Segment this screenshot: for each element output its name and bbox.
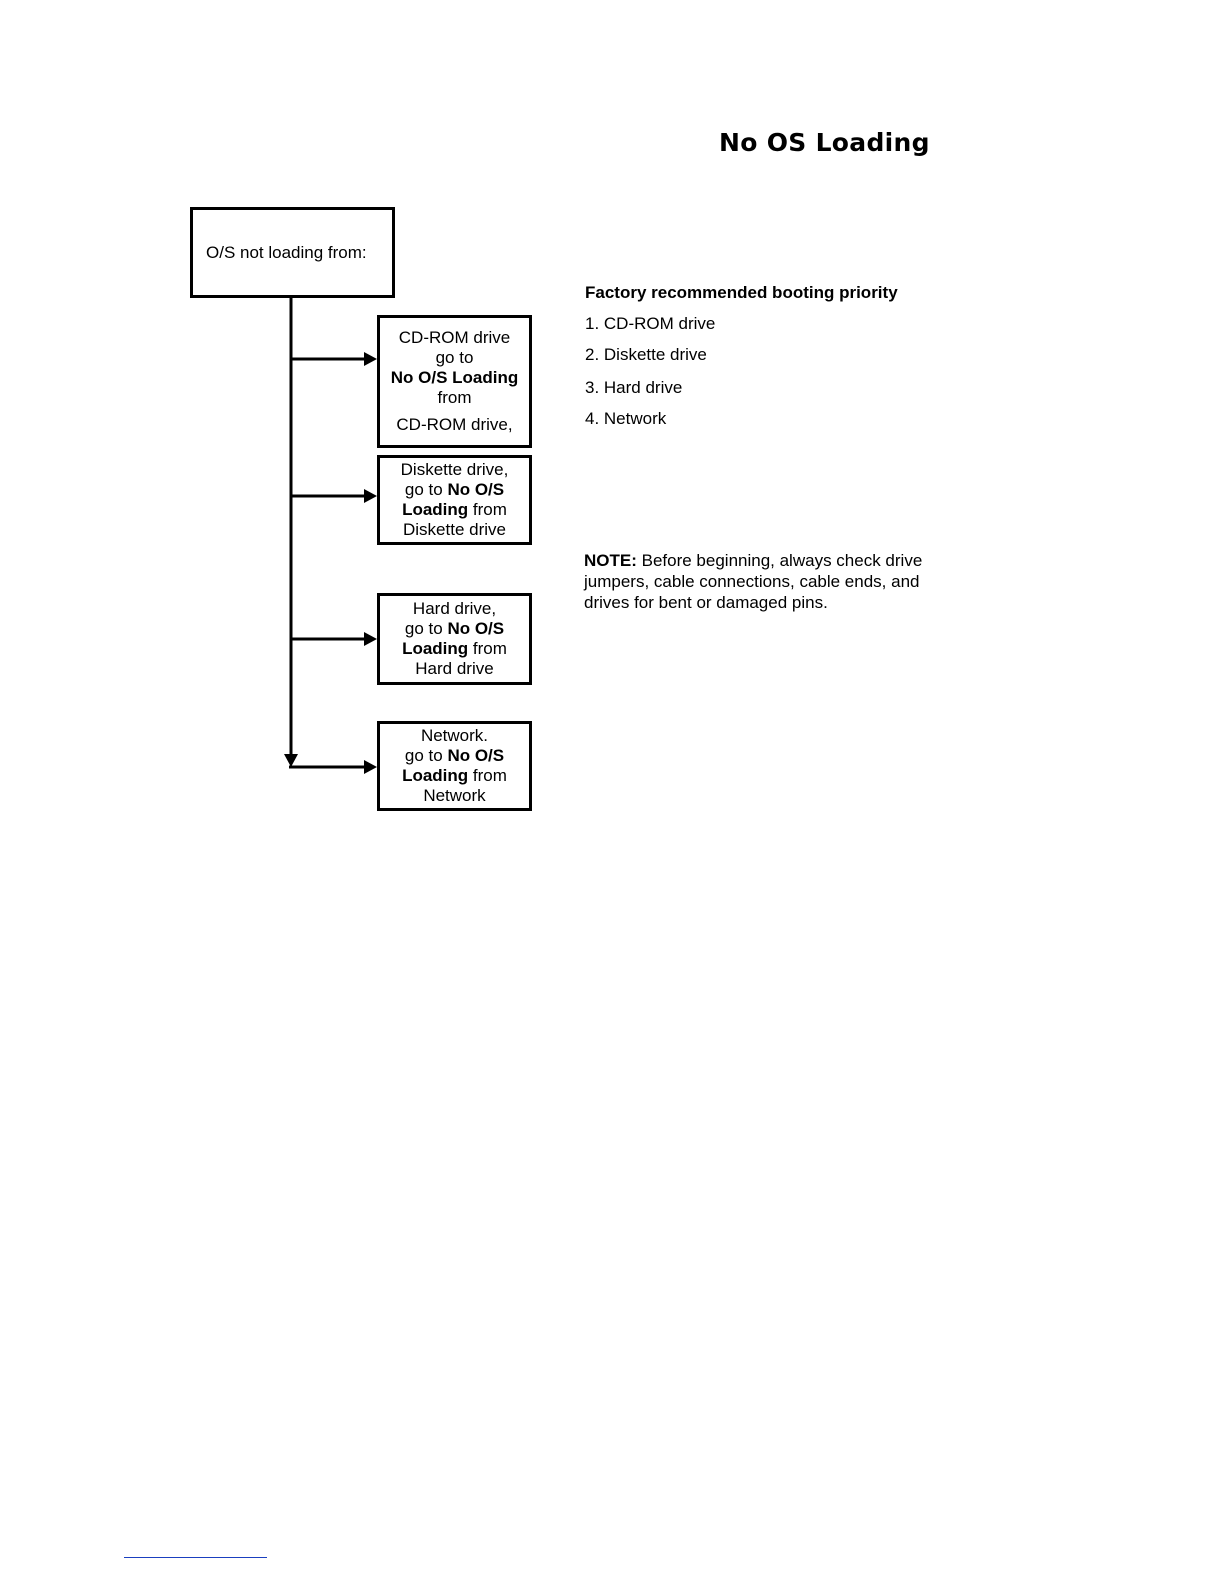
priority-item-3: 3. Hard drive bbox=[585, 378, 683, 397]
cdrom-box: CD-ROM drive go to No O/S Loading from C… bbox=[377, 315, 532, 448]
hard-line-3: Loading from bbox=[380, 639, 529, 659]
priority-item-2: 2. Diskette drive bbox=[585, 345, 707, 364]
diskette-line-2b: No O/S bbox=[447, 480, 505, 499]
cdrom-line-4: from bbox=[437, 388, 472, 407]
note-text: Before beginning, always check drive jum… bbox=[584, 551, 923, 612]
diskette-line-4: Diskette drive bbox=[403, 520, 506, 539]
network-line-2a: go to bbox=[404, 746, 448, 765]
diskette-line-3a: Loading bbox=[402, 500, 469, 519]
cdrom-line-1: CD-ROM drive bbox=[398, 328, 511, 347]
network-line-3b: from bbox=[468, 766, 507, 785]
cdrom-line-3: No O/S Loading bbox=[390, 368, 519, 387]
network-line-1: Network. bbox=[420, 726, 489, 745]
footer-rule bbox=[124, 1557, 267, 1558]
hard-line-4: Hard drive bbox=[415, 659, 494, 678]
hard-line-2: go to No O/S bbox=[380, 619, 529, 639]
network-line-3a: Loading bbox=[402, 766, 469, 785]
hard-line-3a: Loading bbox=[402, 639, 469, 658]
root-box: O/S not loading from: bbox=[190, 207, 395, 298]
arrowhead-network bbox=[364, 760, 377, 774]
hard-line-2a: go to bbox=[404, 619, 448, 638]
page-title: No OS Loading bbox=[719, 128, 930, 157]
hard-line-1: Hard drive, bbox=[412, 599, 497, 618]
hard-line-2b: No O/S bbox=[447, 619, 505, 638]
diskette-line-2a: go to bbox=[404, 480, 448, 499]
arrowhead-diskette bbox=[364, 489, 377, 503]
network-line-3: Loading from bbox=[380, 766, 529, 786]
diskette-line-2: go to No O/S bbox=[380, 480, 529, 500]
diskette-line-3: Loading from bbox=[380, 500, 529, 520]
arrowhead-cdrom bbox=[364, 352, 377, 366]
root-label: O/S not loading from: bbox=[206, 242, 367, 262]
network-box: Network. go to No O/S Loading from Netwo… bbox=[377, 721, 532, 811]
cdrom-line-5: CD-ROM drive, bbox=[396, 415, 513, 434]
priority-title: Factory recommended booting priority bbox=[585, 283, 898, 302]
hard-line-3b: from bbox=[468, 639, 507, 658]
note-label: NOTE: bbox=[584, 551, 637, 570]
hard-drive-box: Hard drive, go to No O/S Loading from Ha… bbox=[377, 593, 532, 685]
priority-item-4: 4. Network bbox=[585, 409, 667, 428]
network-line-4: Network bbox=[423, 786, 486, 805]
cdrom-line-2: go to bbox=[435, 348, 474, 367]
network-line-2b: No O/S bbox=[447, 746, 505, 765]
network-line-2: go to No O/S bbox=[380, 746, 529, 766]
diskette-box: Diskette drive, go to No O/S Loading fro… bbox=[377, 455, 532, 545]
arrowhead-hard bbox=[364, 632, 377, 646]
diskette-line-1: Diskette drive, bbox=[400, 460, 509, 479]
trunk-arrowhead bbox=[284, 754, 298, 767]
diskette-line-3b: from bbox=[468, 500, 507, 519]
priority-item-1: 1. CD-ROM drive bbox=[585, 314, 716, 333]
note-paragraph: NOTE: Before beginning, always check dri… bbox=[584, 550, 929, 613]
